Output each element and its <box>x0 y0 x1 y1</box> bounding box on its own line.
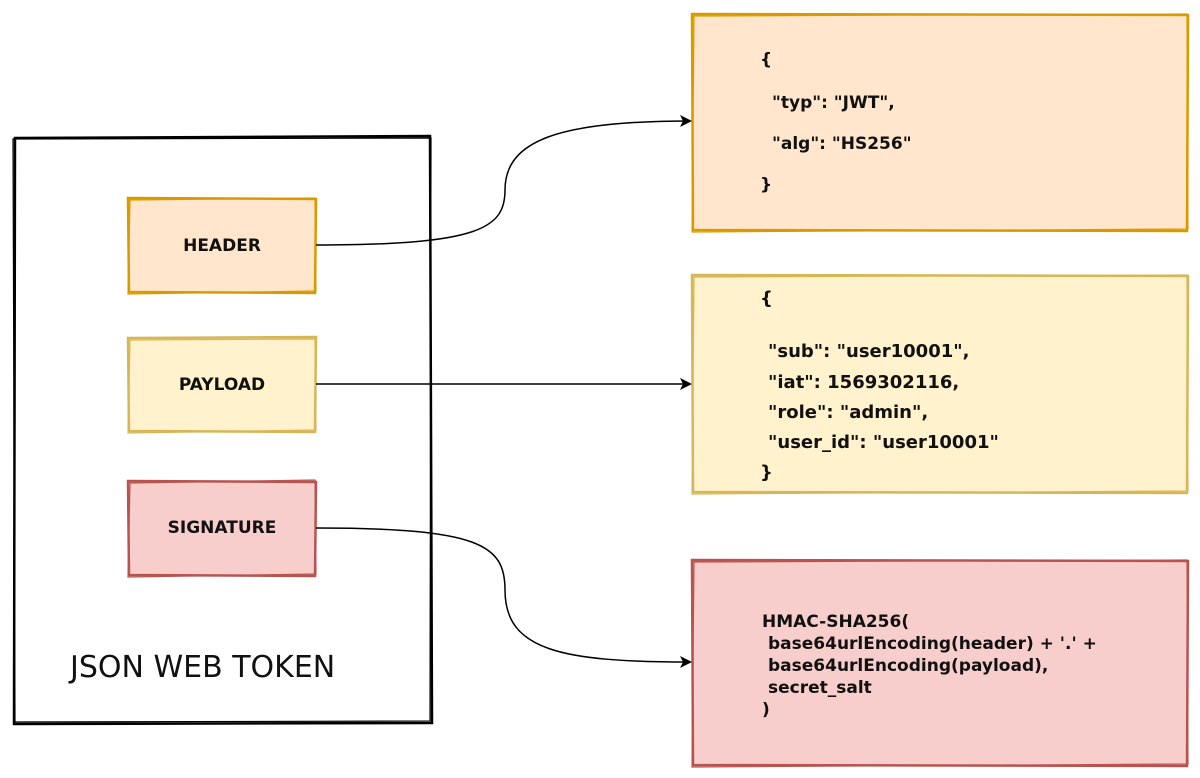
signature-line: ) <box>762 700 770 720</box>
payload-line: "sub": "user10001", <box>768 341 970 362</box>
payload-detail-box <box>690 273 1190 495</box>
signature-connector <box>315 527 692 668</box>
payload-label: PAYLOAD <box>178 375 266 395</box>
signature-line: base64urlEncoding(payload), <box>768 656 1049 676</box>
header-label: HEADER <box>183 236 261 256</box>
header-line: "alg": "HS256" <box>772 134 912 154</box>
signature-detail-box <box>690 558 1190 768</box>
payload-line: "role": "admin", <box>768 402 929 423</box>
header-line: "typ": "JWT", <box>772 93 895 113</box>
payload-line: { <box>760 288 773 309</box>
payload-line: "iat": 1569302116, <box>768 372 960 393</box>
header-connector <box>315 115 692 246</box>
header-line: { <box>760 50 773 70</box>
signature-line: base64urlEncoding(header) + '.' + <box>768 634 1097 654</box>
header-detail-box <box>690 12 1190 233</box>
signature-line: secret_salt <box>768 678 872 698</box>
payload-line: } <box>760 462 773 483</box>
header-line: } <box>760 175 773 195</box>
signature-part <box>126 479 318 578</box>
header-part <box>126 196 318 295</box>
jwt-container <box>12 134 434 726</box>
signature-label: SIGNATURE <box>167 518 277 538</box>
payload-part <box>126 335 318 434</box>
container-title: JSON WEB TOKEN <box>70 650 336 685</box>
signature-line: HMAC-SHA256( <box>762 612 910 632</box>
payload-line: "user_id": "user10001" <box>768 432 999 453</box>
